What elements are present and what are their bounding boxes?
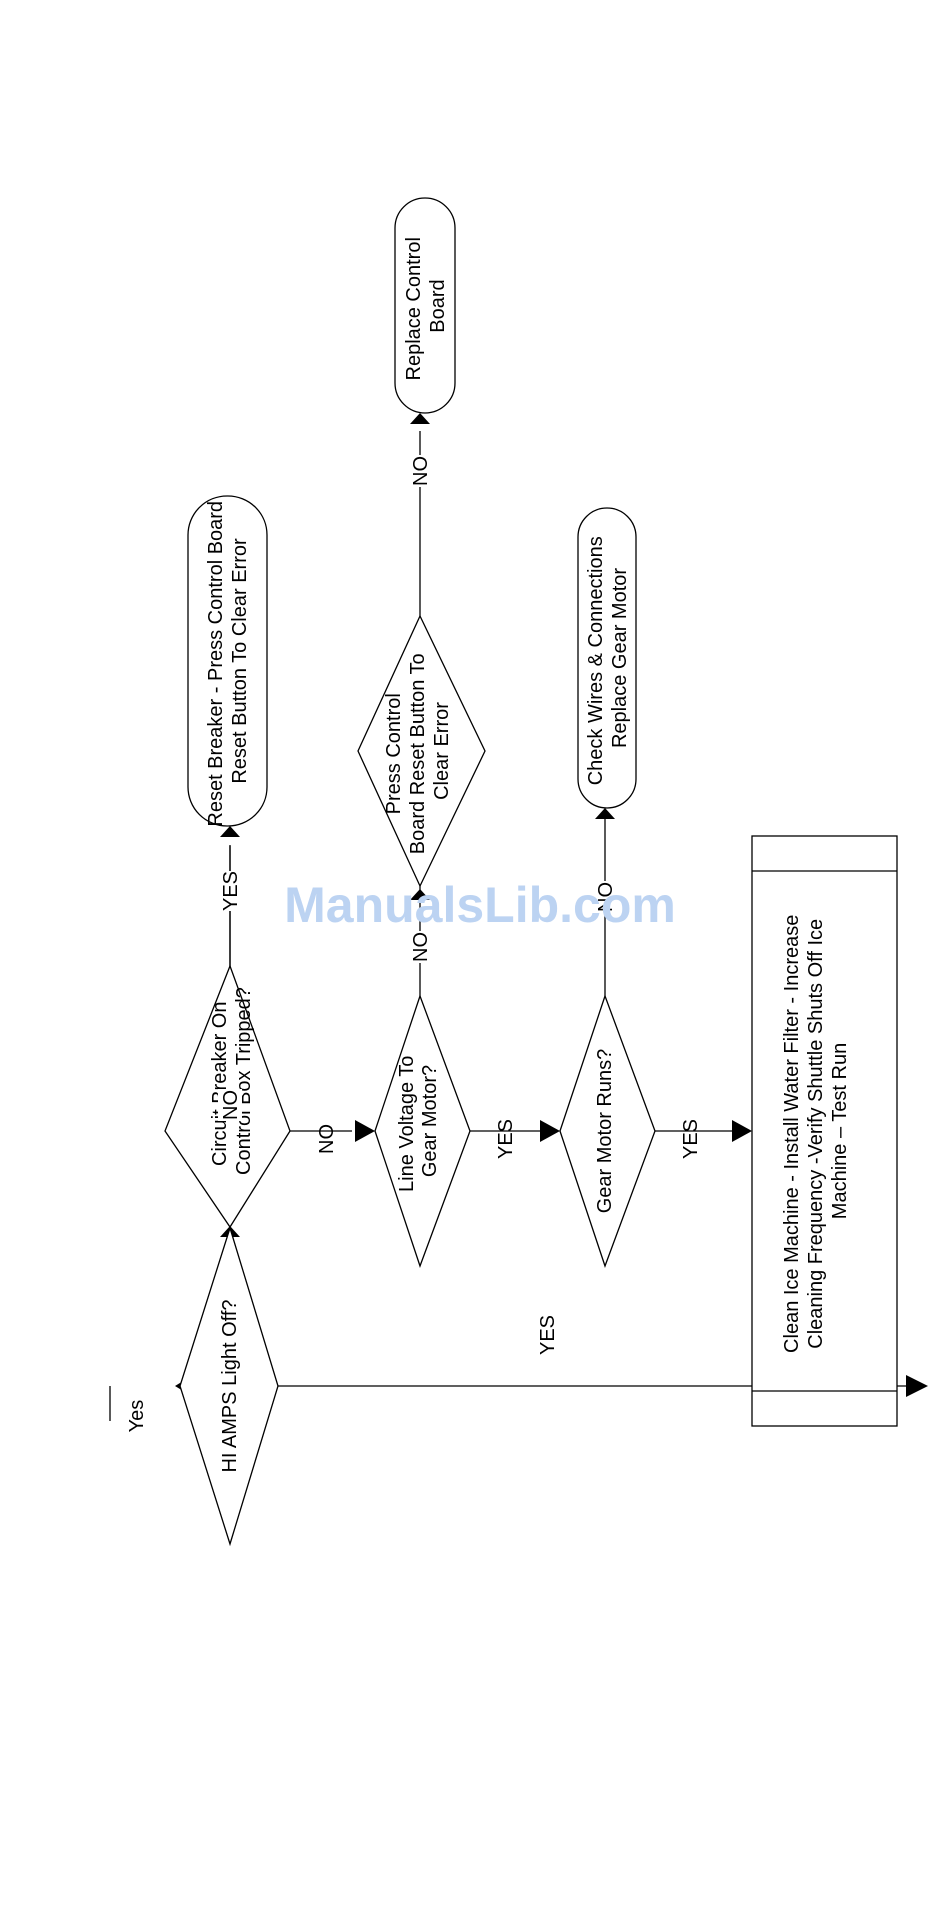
arrow-into-replace-board [410,413,430,424]
reset-breaker-terminal [187,495,268,827]
breaker-no-label: NO [316,1124,338,1154]
clean-ice-process [751,835,898,1427]
arrow-into-gear-motor [540,1120,560,1142]
gear-motor-decision [559,994,656,1268]
reset-breaker-text: Reset Breaker - Press Control Board Rese… [205,495,251,826]
gear-no-label: NO [595,882,617,912]
voltage-yes-label: YES [495,1119,517,1159]
arrow-into-press-control [410,889,430,900]
replace-board-text: Replace Control Board [403,232,449,381]
arrow-offpage [906,1375,928,1397]
check-wires-terminal [577,507,637,809]
arrow-into-clean-ice [732,1120,752,1142]
breaker-yes-label: YES [220,871,242,911]
arrow-into-check-wires [595,808,615,819]
gear-motor-text: Gear Motor Runs? [594,1049,616,1214]
arrow-into-reset-breaker [220,826,240,837]
press-control-text: Press Control Board Reset Button To Clea… [383,648,453,854]
clean-ice-text: Clean Ice Machine - Install Water Filter… [781,909,851,1353]
press-no-label: NO [410,456,432,486]
entry-yes-label: Yes [126,1400,148,1433]
watermark: ManualsLib.com [284,877,676,933]
breaker-text: Circuit Breaker On Control Box Tripped? [209,987,255,1175]
line-voltage-text: Line Voltage To Gear Motor? [396,1050,441,1192]
hi-amps-no-label: NO [220,1090,242,1120]
arrow-into-line-voltage [355,1120,375,1142]
replace-board-terminal [394,197,456,414]
line-voltage-decision [374,994,471,1268]
gear-yes-label: YES [680,1119,702,1159]
press-control-decision [357,614,486,888]
hi-amps-yes-label: YES [537,1315,559,1355]
voltage-no-label: NO [410,932,432,962]
hi-amps-decision [179,1225,279,1547]
hi-amps-text: HI AMPS Light Off? [219,1299,241,1472]
check-wires-text: Check Wires & Connections Replace Gear M… [585,531,631,786]
